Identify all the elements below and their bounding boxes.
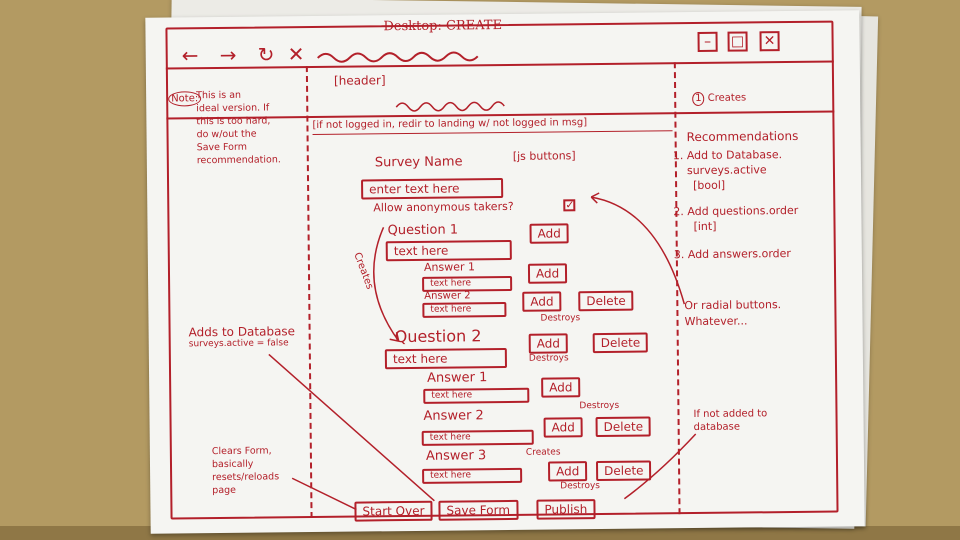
q1-answer-2-add-button[interactable]: Add — [522, 291, 562, 312]
question-1-add-button[interactable]: Add — [529, 223, 569, 244]
publish-arrow — [623, 433, 697, 500]
q2-answer-3-delete-button[interactable]: Delete — [595, 460, 652, 482]
recommendation-2: 2. Add questions.order [int] — [673, 203, 799, 234]
recommendations-title: Recommendations — [686, 128, 799, 145]
q1-answer-2-label: Answer 2 — [424, 290, 471, 302]
recommendation-3: 3. Add answers.order — [673, 247, 791, 262]
creates-curve-arrow — [373, 226, 400, 342]
survey-name-label: Survey Name — [374, 154, 463, 171]
question-2-delete-button[interactable]: Delete — [592, 332, 649, 354]
q2-answer-3-input[interactable]: text here — [422, 467, 523, 484]
db-inactive-note: Adds to Database surveys.active = false — [188, 324, 296, 350]
creates-label: 1 Creates — [692, 91, 746, 107]
publish-button[interactable]: Publish — [536, 499, 596, 520]
reload-icon[interactable]: ↻ — [257, 42, 275, 67]
q1-answer-1-add-button[interactable]: Add — [527, 263, 568, 284]
back-icon[interactable]: ← — [181, 43, 199, 68]
q1-destroys-label: Destroys — [540, 313, 581, 324]
q1-answer-2-input[interactable]: text here — [422, 301, 507, 318]
close-window-button[interactable]: ✕ — [759, 31, 780, 52]
minimize-button[interactable]: – — [697, 31, 718, 52]
maximize-button[interactable]: □ — [727, 31, 748, 52]
not-added-note: If not added to database — [693, 408, 768, 434]
q2-answer-1-add-button[interactable]: Add — [541, 377, 581, 398]
q2-creates-label: Creates — [525, 447, 561, 458]
question-2-add-button[interactable]: Add — [528, 333, 569, 354]
start-over-arrow — [291, 477, 357, 511]
q2-answer-3-add-button[interactable]: Add — [547, 461, 588, 482]
q2-a3-destroys-label: Destroys — [560, 481, 601, 492]
allow-anonymous-label: Allow anonymous takers? — [373, 199, 514, 215]
q2-a2-destroys-label: Destroys — [579, 400, 620, 412]
q2-answer-1-label: Answer 1 — [427, 370, 488, 386]
q2-answer-3-label: Answer 3 — [425, 448, 487, 464]
url-bar-scribble[interactable] — [316, 48, 486, 64]
q1-answer-2-delete-button[interactable]: Delete — [578, 290, 634, 312]
header-label: [header] — [333, 73, 386, 88]
survey-name-input[interactable]: enter text here — [361, 178, 504, 200]
q2-answer-2-add-button[interactable]: Add — [543, 417, 583, 438]
q2-answer-2-input[interactable]: text here — [421, 429, 534, 446]
checkbox-arrow — [590, 192, 686, 305]
js-buttons-label: [js buttons] — [512, 149, 576, 163]
question-2-label: Question 2 — [394, 326, 482, 347]
ideal-version-note: This is an ideal version. If this is too… — [196, 89, 281, 167]
q2-destroys-label: Destroys — [528, 353, 569, 364]
forward-icon[interactable]: → — [219, 42, 237, 67]
header-scribble — [395, 101, 505, 112]
save-form-arrow — [268, 353, 435, 502]
close-tab-icon[interactable]: ✕ — [287, 42, 305, 67]
wireframe-sheet: Desktop: CREATE ← → ↻ ✕ – □ ✕ [header] [… — [145, 10, 865, 534]
allow-anonymous-checkbox[interactable]: ✓ — [563, 198, 576, 212]
save-form-button[interactable]: Save Form — [438, 499, 519, 521]
question-2-input[interactable]: text here — [384, 347, 508, 370]
radial-buttons-note: Or radial buttons. Whatever... — [684, 298, 782, 329]
q2-answer-1-input[interactable]: text here — [423, 387, 530, 404]
q2-answer-2-label: Answer 2 — [423, 408, 484, 424]
q2-answer-2-delete-button[interactable]: Delete — [595, 416, 652, 438]
start-over-button[interactable]: Start Over — [354, 500, 433, 522]
q1-answer-1-label: Answer 1 — [423, 260, 476, 274]
recommendation-1: 1. Add to Database. surveys.active [bool… — [672, 148, 783, 193]
